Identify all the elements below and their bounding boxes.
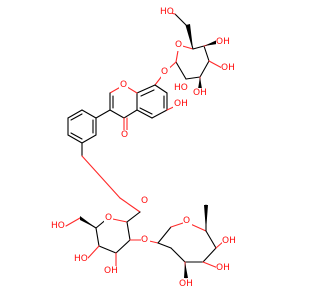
- atom-label-ho: HO: [160, 7, 174, 17]
- atom-label-oh: OH: [174, 99, 188, 109]
- stereo-wedges: [80, 24, 217, 278]
- atom-labels: HO O OH OH OH O O HO OH O O O HO HO OH: [50, 6, 236, 290]
- atom-label-oh: OH: [216, 263, 230, 273]
- atom-label-o: O: [141, 196, 148, 206]
- atom-label-oh: OH: [179, 279, 193, 289]
- atom-label-oh: OH: [193, 88, 207, 98]
- atom-label-oh: OH: [216, 37, 230, 47]
- isoflavone-core: [95, 84, 181, 132]
- atom-label-o: O: [161, 67, 168, 77]
- atom-label-oh: OH: [104, 266, 118, 276]
- atom-label-o: O: [120, 80, 127, 90]
- atom-label-o: O: [105, 213, 112, 223]
- atom-label-ho: HO: [74, 254, 88, 264]
- bond-lines: [65, 11, 225, 279]
- atom-label-ho: HO: [51, 221, 65, 231]
- phenyl-ring: [67, 109, 141, 213]
- atom-label-ho: HO: [174, 83, 188, 93]
- atom-label-oh: OH: [222, 236, 236, 246]
- rhamnose-ring: [157, 204, 225, 279]
- atom-label-oh: OH: [221, 63, 235, 73]
- atom-label-o: O: [175, 40, 182, 50]
- atom-label-o: O: [121, 130, 128, 140]
- atom-label-o: O: [141, 235, 148, 245]
- atom-label-o: O: [183, 216, 190, 226]
- molecule-structure-diagram: HO O OH OH OH O O HO OH O O O HO HO OH: [50, 6, 236, 290]
